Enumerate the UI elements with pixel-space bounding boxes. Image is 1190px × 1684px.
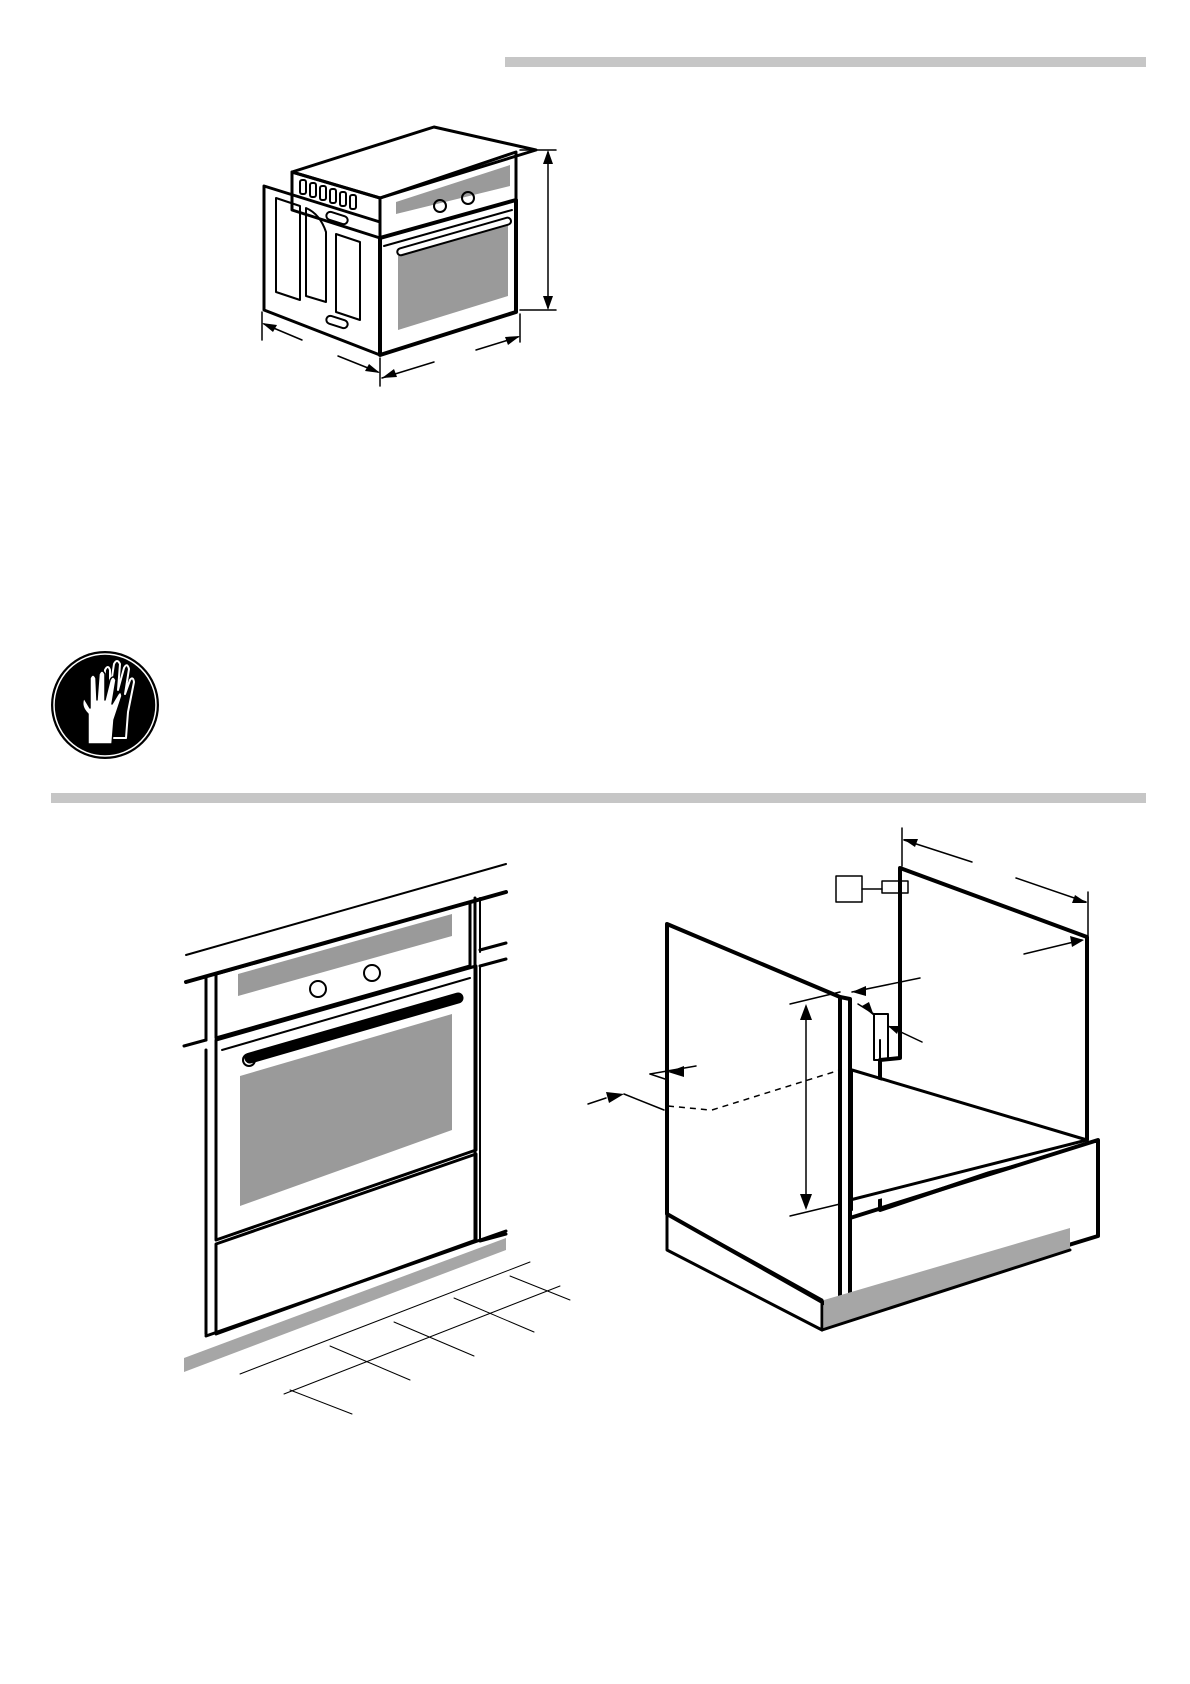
protective-gloves-icon [51,651,159,759]
cabinet-recess-figure [588,828,1098,1330]
oven-dimension-figure [262,127,556,386]
installed-oven-figure [184,864,570,1414]
